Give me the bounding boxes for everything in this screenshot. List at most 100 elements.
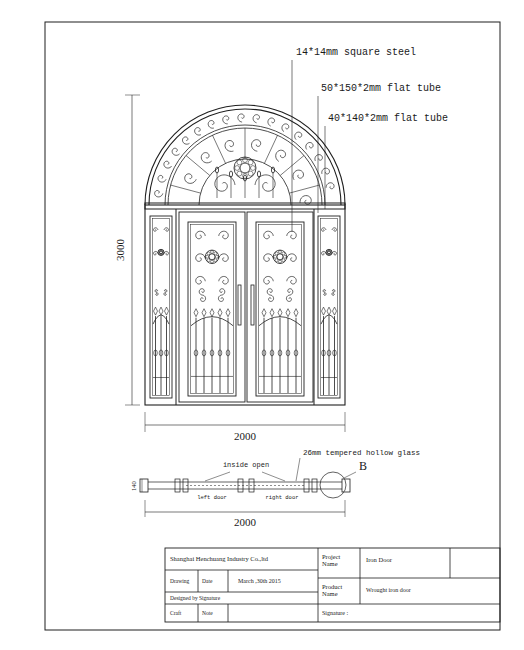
rosette-petal [206,255,209,258]
table-rule [360,548,361,604]
scroll [208,121,214,129]
glass-frame [153,219,170,396]
scroll [164,161,172,168]
rosette-petal [331,252,332,253]
leader-line [262,472,285,481]
scroll [196,254,206,262]
rosette-petal [275,259,278,262]
rosette-petal [248,160,253,165]
extension-line [145,500,146,517]
scroll [201,153,211,163]
rosette [209,254,215,260]
spear-finial [286,309,290,317]
rosette [234,157,256,179]
scroll [215,175,235,191]
rosette [160,251,163,254]
rosette-petal [214,259,217,262]
scroll [219,231,229,239]
glass-frame [256,222,304,396]
iron-panel [256,222,304,396]
glass-frame [259,225,302,394]
scroll [225,140,234,151]
iron-panel [150,216,172,398]
rosette-petal [235,166,240,171]
scroll [306,142,313,149]
rosette-petal [275,252,278,255]
spear-finial [159,307,163,315]
table-cell: Craft [170,610,181,616]
scroll [288,289,293,295]
spear-finial [333,307,337,315]
scroll [295,132,302,139]
scroll [154,251,158,254]
scroll [287,276,297,284]
extension-line [145,412,146,432]
spear-finial [327,307,331,315]
scroll [164,251,168,254]
left-leaf [179,212,245,402]
dimension-text: 2000 [234,516,256,528]
scroll [332,251,336,254]
spear-finial [202,309,206,317]
rosette-petal [159,253,160,254]
extension-line [345,500,346,517]
extension-line [125,95,140,96]
door-handle [238,285,241,325]
callout-label: 50*150*2mm flat tube [321,83,441,94]
arch-bar [186,156,210,176]
leader-line [292,60,293,232]
scroll [322,251,326,254]
twisted-bar [323,316,324,395]
finial [229,171,232,177]
rosette [240,163,250,173]
collar [154,350,158,356]
collar [327,350,331,356]
dimension-line [142,479,143,492]
rosette-petal [158,252,159,253]
spear-finial [270,309,274,317]
spear-finial [218,309,222,317]
twisted-bar [155,316,156,395]
rosette [158,249,164,255]
cross-bar [191,376,233,377]
cross-bar [321,377,337,378]
table-cell: Iron Door [366,556,392,563]
table-cell: Designed by Signature [170,595,220,601]
finial-bar [245,180,246,198]
rosette-petal [211,260,214,263]
table-cell: Product Name [322,583,356,597]
scroll [219,254,229,262]
rosette-petal [248,171,253,176]
part-label: left door [197,495,227,501]
spear-finial [210,309,214,317]
collar [294,350,298,356]
scroll [195,128,201,135]
twisted-bar [296,318,297,393]
rosette-petal [283,255,286,258]
scroll [238,114,244,122]
collar [194,350,198,356]
scroll [268,118,275,126]
scroll [332,292,334,295]
arch-bar [264,135,277,163]
dimension-text: 2000 [234,430,256,442]
twisted-bar [166,316,167,395]
arch-bar [212,135,225,163]
scroll [158,175,166,182]
scroll [322,168,330,174]
sheet-border [45,22,500,630]
table-cell: Note [202,610,213,616]
rosette-petal [327,250,328,251]
rosette-petal [243,158,248,163]
scroll [332,228,336,231]
glass-frame [150,216,172,398]
collar [270,350,274,356]
callout-label: 14*14mm square steel [296,47,416,58]
rosette-petal [215,255,218,258]
collar [322,350,326,356]
door-handle [251,285,254,325]
profile-block [183,479,188,492]
finial-bar [231,176,232,198]
